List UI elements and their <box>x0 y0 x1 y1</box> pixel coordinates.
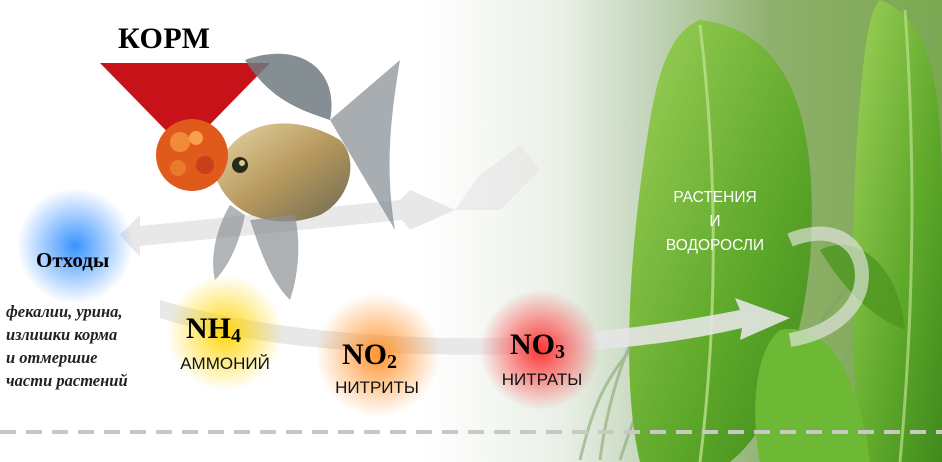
waste-line: и отмершие <box>6 346 176 369</box>
feed-title: КОРМ <box>118 22 210 56</box>
no2-formula: NO2 <box>342 340 397 373</box>
no2-formula-main: NO <box>342 338 387 371</box>
no2-formula-sub: 2 <box>387 351 397 373</box>
nh4-formula: NH4 <box>186 314 241 347</box>
nh4-name: АММОНИЙ <box>170 354 280 374</box>
plants-label-line: ВОДОРОСЛИ <box>640 234 790 258</box>
no3-formula-sub: 3 <box>555 341 565 363</box>
plants-label-line: РАСТЕНИЯ <box>640 186 790 210</box>
no3-formula: NO3 <box>510 330 565 363</box>
plants-label-line: И <box>640 210 790 234</box>
nh4-formula-sub: 4 <box>231 325 241 347</box>
nh4-formula-main: NH <box>186 312 231 345</box>
waste-description: фекалии, урина, излишки корма и отмершие… <box>6 300 176 392</box>
no3-formula-main: NO <box>510 328 555 361</box>
feed-pellet-icon <box>156 119 228 191</box>
waste-line: излишки корма <box>6 323 176 346</box>
no2-name: НИТРИТЫ <box>322 378 432 398</box>
waste-glow <box>17 188 133 304</box>
waste-line: части растений <box>6 369 176 392</box>
waste-line: фекалии, урина, <box>6 300 176 323</box>
waste-title: Отходы <box>36 248 109 273</box>
plants-label: РАСТЕНИЯ И ВОДОРОСЛИ <box>640 186 790 258</box>
no3-name: НИТРАТЫ <box>482 370 602 390</box>
